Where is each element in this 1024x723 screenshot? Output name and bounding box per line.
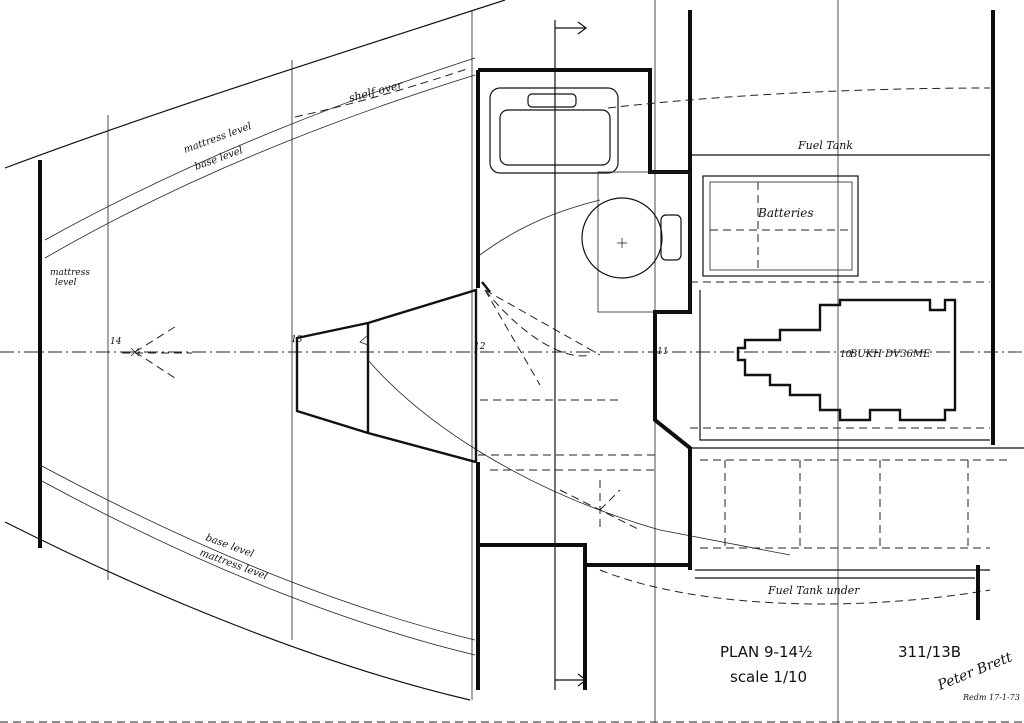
station-number-14: 14 — [110, 337, 122, 347]
base-level-line-bottom — [39, 464, 476, 641]
toilet-wall-top — [478, 10, 692, 174]
label-fuel-tank: Fuel Tank — [797, 139, 853, 152]
locker-outline — [295, 288, 478, 464]
toilet-wall-mid — [653, 172, 692, 570]
basin-outline — [489, 87, 619, 174]
wc-bowl — [581, 197, 663, 279]
base-level-line-top — [44, 74, 476, 259]
battery-box — [702, 175, 859, 277]
wc-outline — [597, 171, 691, 313]
label-mattress-left: mattress — [50, 268, 90, 278]
station-number-10: 10 — [840, 350, 852, 360]
mattress-level-line-bottom — [39, 479, 476, 656]
label-level-left: level — [55, 278, 77, 288]
title-drawing-number: 311/13B — [898, 643, 961, 661]
mast-step — [122, 324, 192, 381]
station-number-12: 12 — [474, 342, 486, 352]
hull-line-bottom — [4, 521, 471, 701]
title-plan: PLAN 9-14½ — [720, 643, 813, 661]
hull-line-top — [4, 0, 506, 169]
label-engine: BUKH DV36ME — [849, 349, 931, 360]
label-fuel-tank-under: Fuel Tank under — [767, 584, 860, 597]
label-batteries: Batteries — [757, 206, 814, 220]
station-number-13: 13 — [291, 335, 303, 345]
station-number-11: 11 — [657, 347, 668, 357]
mattress-level-line-top — [44, 57, 476, 241]
title-scale: scale 1/10 — [730, 668, 807, 686]
shelf-line — [294, 67, 471, 118]
signature-date: Redm 17-1-73 — [962, 693, 1020, 702]
engine-silhouette — [736, 298, 957, 422]
